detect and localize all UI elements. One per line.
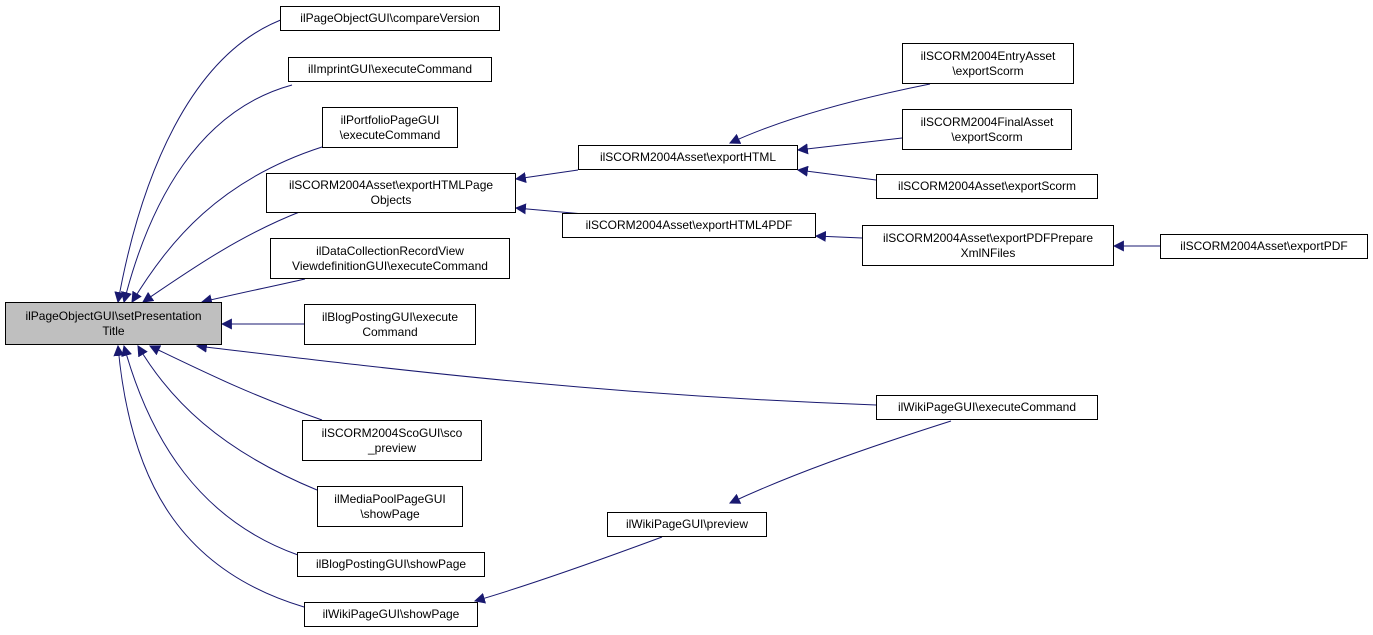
edge-entryasset <box>729 83 931 144</box>
node-datacollection-executecommand[interactable]: ilDataCollectionRecordView Viewdefinitio… <box>270 238 510 279</box>
node-compareversion[interactable]: ilPageObjectGUI\compareVersion <box>280 6 500 31</box>
node-sco-preview[interactable]: ilSCORM2004ScoGUI\sco _preview <box>302 420 482 461</box>
node-blogposting-showpage[interactable]: ilBlogPostingGUI\showPage <box>297 552 485 577</box>
node-wiki-showpage[interactable]: ilWikiPageGUI\showPage <box>304 602 478 627</box>
node-entryasset-exportscorm[interactable]: ilSCORM2004EntryAsset \exportScorm <box>902 43 1074 84</box>
node-mediapool-showpage[interactable]: ilMediaPoolPageGUI \showPage <box>317 486 463 527</box>
node-asset-exportscorm[interactable]: ilSCORM2004Asset\exportScorm <box>876 174 1098 199</box>
edge-wikiexec <box>195 341 877 406</box>
edge-scopreview <box>149 345 323 421</box>
node-exporthtml[interactable]: ilSCORM2004Asset\exportHTML <box>578 145 798 170</box>
node-portfolio-executecommand[interactable]: ilPortfolioPageGUI \executeCommand <box>322 107 458 148</box>
node-exporthtml4pdf[interactable]: ilSCORM2004Asset\exportHTML4PDF <box>562 213 816 238</box>
edge-pdfprepare <box>814 230 863 242</box>
node-wiki-preview[interactable]: ilWikiPageGUI\preview <box>607 512 767 537</box>
node-exportpdfprepare[interactable]: ilSCORM2004Asset\exportPDFPrepare XmlNFi… <box>862 225 1114 266</box>
node-imprint-executecommand[interactable]: ilImprintGUI\executeCommand <box>288 57 492 82</box>
node-setpresentationtitle: ilPageObjectGUI\setPresentation Title <box>5 302 222 345</box>
edge-compareversion <box>114 16 290 304</box>
edge-preview-to-wikishowpage <box>473 536 663 604</box>
edge-exporthtml-to-pageobjects <box>514 169 579 184</box>
edge-datacollection <box>200 278 306 306</box>
node-blogposting-executecommand[interactable]: ilBlogPostingGUI\execute Command <box>304 304 476 345</box>
edge-wikishowpage <box>113 344 305 608</box>
edge-mediapool <box>137 345 318 491</box>
node-wiki-executecommand[interactable]: ilWikiPageGUI\executeCommand <box>876 395 1098 420</box>
node-finalasset-exportscorm[interactable]: ilSCORM2004FinalAsset \exportScorm <box>902 109 1072 150</box>
edge-assetexportscorm <box>796 165 877 181</box>
edge-wikiexec-to-preview <box>729 420 952 504</box>
edge-exporthtmlpageobjects <box>142 210 303 303</box>
node-exporthtmlpageobjects[interactable]: ilSCORM2004Asset\exportHTMLPage Objects <box>266 173 516 213</box>
edge-portfolio <box>131 146 323 303</box>
edge-blogpostingshowpage <box>121 344 299 556</box>
node-exportpdf[interactable]: ilSCORM2004Asset\exportPDF <box>1160 234 1368 259</box>
edge-finalasset <box>796 137 903 155</box>
edge-imprint <box>121 84 293 304</box>
